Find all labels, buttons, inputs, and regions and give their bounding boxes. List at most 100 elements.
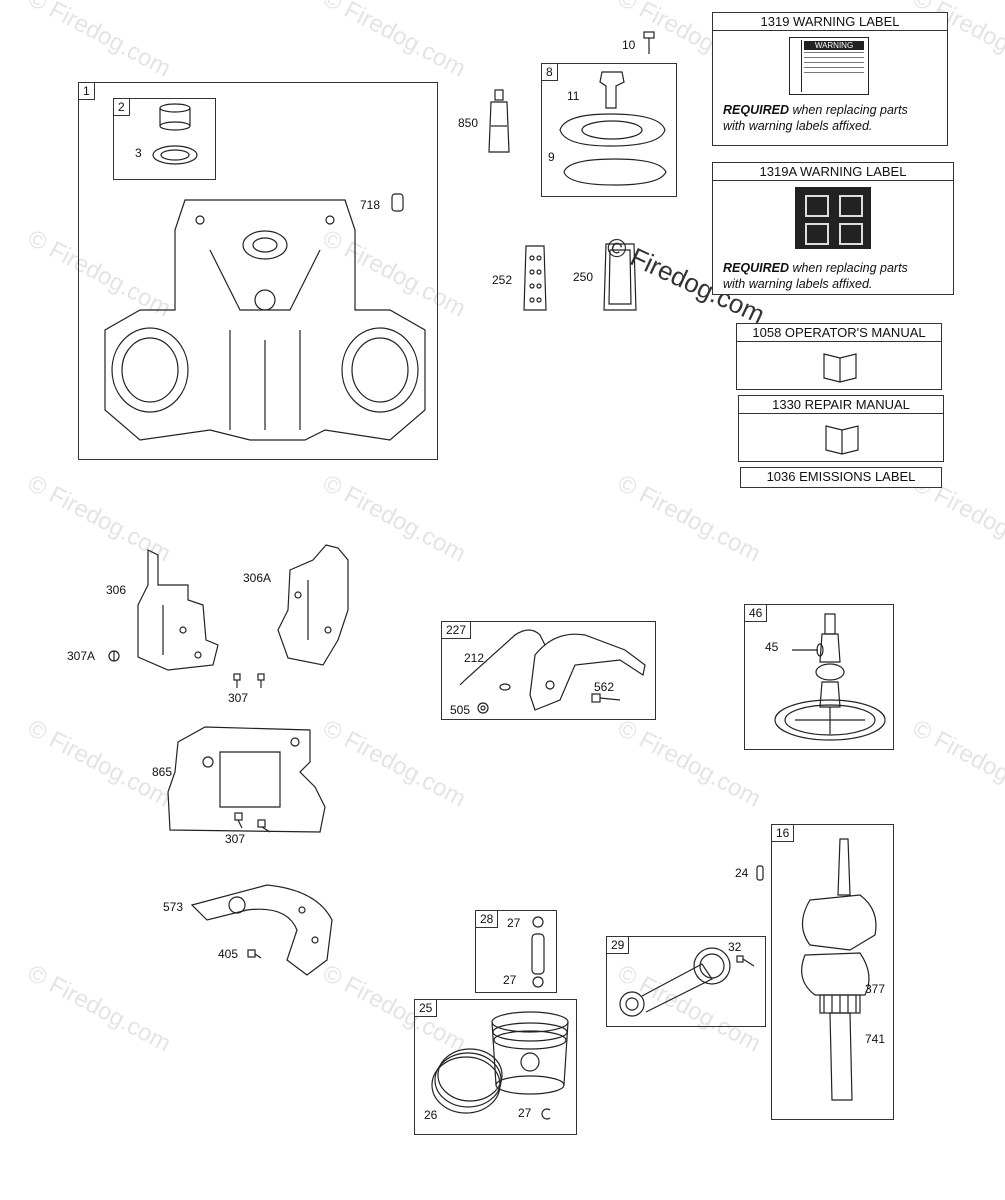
key-24-part[interactable]	[754, 864, 766, 884]
piston-part[interactable]	[490, 1010, 572, 1100]
callout-26: 26	[424, 1108, 438, 1122]
shroud-306-part[interactable]	[128, 545, 228, 675]
book-icon	[825, 425, 859, 455]
group-1-cylinder-box: 1	[78, 82, 438, 460]
callout-45: 45	[765, 640, 779, 654]
watermark: © Firedog.com	[318, 0, 471, 83]
shroud-306a-part[interactable]	[268, 540, 358, 670]
sticker-title: WARNING	[804, 41, 864, 50]
callout-250: 250	[573, 270, 594, 284]
callout-27c: 27	[518, 1106, 532, 1120]
group-tag: 8	[542, 64, 558, 81]
warning-label-1319: 1319 WARNING LABEL WARNING REQUIRED when…	[712, 12, 948, 146]
callout-573: 573	[163, 900, 184, 914]
callout-306: 306	[106, 583, 127, 597]
dowel-part[interactable]	[390, 192, 406, 214]
group-28-pin-box: 28	[475, 910, 557, 993]
callout-307: 307	[228, 691, 249, 705]
required-text: REQUIRED	[723, 103, 789, 117]
group-2-sleeve-box: 2	[113, 98, 216, 180]
callout-718: 718	[360, 198, 381, 212]
label-title: 1330 REPAIR MANUAL	[739, 396, 943, 414]
callout-27b: 27	[503, 973, 517, 987]
breather-gasket-part[interactable]	[560, 156, 670, 188]
label-text: when replacing parts	[788, 103, 908, 117]
label-title: 1319 WARNING LABEL	[713, 13, 947, 31]
watermark: © Firedog.com	[908, 714, 1005, 813]
group-29-rod-box: 29	[606, 936, 766, 1027]
callout-865: 865	[152, 765, 173, 779]
watermark: © Firedog.com	[23, 0, 176, 83]
group-tag: 16	[772, 825, 795, 842]
sealant-tube-part[interactable]	[485, 88, 515, 158]
screw-part[interactable]	[642, 30, 658, 58]
piston-pin-part[interactable]	[525, 914, 551, 992]
required-text: REQUIRED	[723, 261, 789, 275]
group-tag: 46	[745, 605, 768, 622]
callout-212: 212	[464, 651, 485, 665]
piston-rings-part[interactable]	[428, 1040, 508, 1120]
label-title: 1058 OPERATOR'S MANUAL	[737, 324, 941, 342]
blower-housing-865-part[interactable]	[160, 722, 340, 834]
group-tag: 227	[442, 622, 472, 639]
watermark: © Firedog.com	[23, 714, 176, 813]
group-tag: 29	[607, 937, 630, 954]
warning-pictogram-sticker	[795, 187, 871, 249]
callout-850: 850	[458, 116, 479, 130]
callout-307b: 307	[225, 832, 246, 846]
watermark: © Firedog.com	[318, 714, 471, 813]
group-tag: 2	[114, 99, 130, 116]
governor-lever-part[interactable]	[515, 625, 655, 715]
callout-27a: 27	[507, 916, 521, 930]
callout-505: 505	[450, 703, 471, 717]
label-text: with warning labels affixed.	[723, 119, 873, 133]
gasket-252-part[interactable]	[520, 242, 550, 314]
callout-306a: 306A	[243, 571, 272, 585]
warning-sticker: WARNING	[789, 37, 869, 95]
gasket-250-part[interactable]	[600, 240, 640, 314]
group-227-governor-box: 227	[441, 621, 656, 720]
crankshaft-part[interactable]	[790, 835, 885, 1110]
group-25-piston-box: 25	[414, 999, 577, 1135]
watermark: © Firedog.com	[613, 714, 766, 813]
bolt-562-part[interactable]	[590, 690, 624, 708]
group-tag: 28	[476, 911, 499, 928]
screw-307a-part[interactable]	[106, 648, 122, 664]
callout-32: 32	[728, 940, 742, 954]
sleeve-part[interactable]	[145, 100, 205, 180]
warning-label-1319a: 1319A WARNING LABEL REQUIRED when replac…	[712, 162, 954, 295]
book-icon	[823, 353, 857, 383]
breather-tube-part[interactable]	[590, 68, 630, 114]
group-tag: 1	[79, 83, 95, 100]
operators-manual-label: 1058 OPERATOR'S MANUAL	[736, 323, 942, 390]
watermark: © Firedog.com	[23, 959, 176, 1058]
label-title: 1319A WARNING LABEL	[713, 163, 953, 181]
callout-377: 377	[865, 982, 886, 996]
group-tag: 25	[415, 1000, 438, 1017]
breather-cover-part[interactable]	[555, 110, 670, 150]
callout-252: 252	[492, 273, 513, 287]
callout-741: 741	[865, 1032, 886, 1046]
label-text: when replacing parts	[788, 261, 908, 275]
label-title: 1036 EMISSIONS LABEL	[766, 469, 916, 484]
group-8-breather-box: 8	[541, 63, 677, 197]
camshaft-gear-part[interactable]	[770, 612, 890, 747]
emissions-label: 1036 EMISSIONS LABEL	[740, 467, 942, 488]
governor-spring-part[interactable]	[455, 625, 555, 695]
screw-307b-part[interactable]	[232, 810, 277, 836]
callout-3: 3	[135, 146, 142, 160]
connecting-rod-part[interactable]	[612, 944, 762, 1024]
cylinder-block-part[interactable]	[100, 190, 430, 450]
screw-405-part[interactable]	[245, 947, 265, 963]
callout-307a: 307A	[67, 649, 96, 663]
backplate-573-part[interactable]	[187, 880, 337, 980]
callout-405: 405	[218, 947, 239, 961]
callout-24: 24	[735, 866, 749, 880]
retainer-27-part[interactable]	[538, 1106, 554, 1122]
repair-manual-label: 1330 REPAIR MANUAL	[738, 395, 944, 462]
callout-562: 562	[594, 680, 615, 694]
callout-11: 11	[567, 89, 580, 103]
screw-307-part[interactable]	[230, 672, 270, 690]
nut-505-part[interactable]	[476, 701, 490, 715]
callout-9: 9	[548, 150, 555, 164]
